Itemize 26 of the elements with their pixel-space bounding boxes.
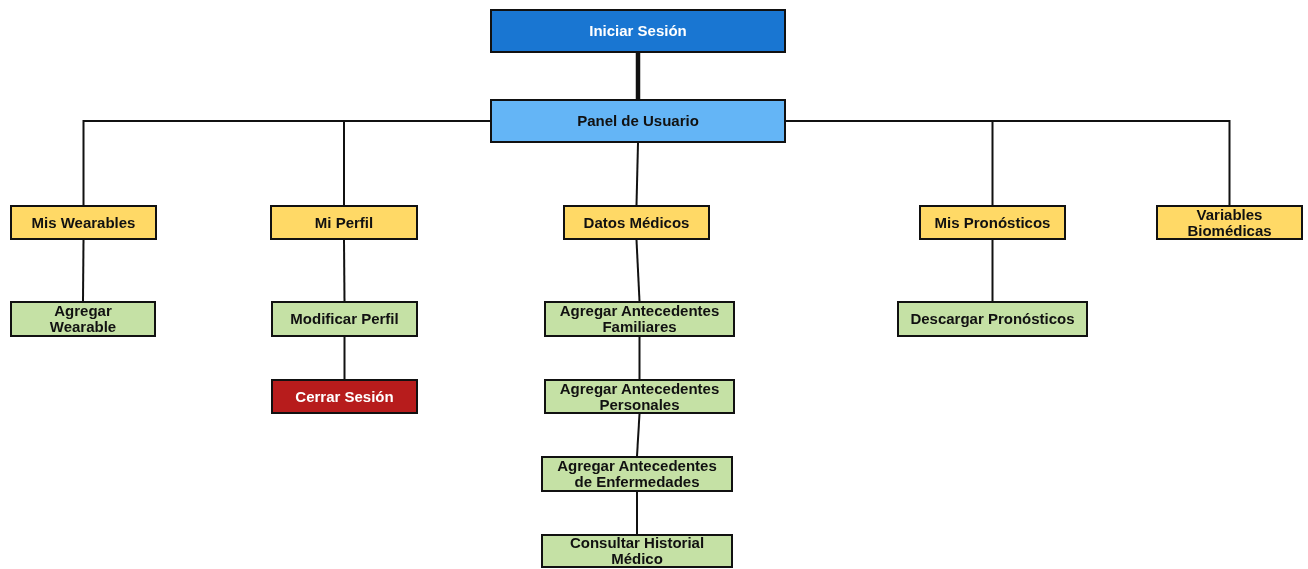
connector-line (635, 239, 641, 302)
connector-line (343, 120, 491, 206)
section-box: Datos Médicos (563, 205, 710, 240)
action-box: Modificar Perfil (271, 301, 418, 337)
logout-box: Cerrar Sesión (271, 379, 418, 414)
connector-line (638, 336, 641, 380)
section-box: Mis Pronósticos (919, 205, 1066, 240)
connector-line (636, 413, 641, 457)
login-box: Iniciar Sesión (490, 9, 786, 53)
connector-line (343, 239, 346, 302)
section-box: Mi Perfil (270, 205, 418, 240)
action-box: Agregar Antecedentes de Enfermedades (541, 456, 733, 492)
action-box: Agregar Wearable (10, 301, 156, 337)
section-box: Mis Wearables (10, 205, 157, 240)
connector-line (635, 142, 639, 206)
action-box: Agregar Antecedentes Personales (544, 379, 735, 414)
action-box: Consultar Historial Médico (541, 534, 733, 568)
panel-box: Panel de Usuario (490, 99, 786, 143)
connector-line (82, 239, 85, 302)
connector-line (343, 336, 346, 380)
action-box: Agregar Antecedentes Familiares (544, 301, 735, 337)
connector-line (635, 53, 641, 99)
action-box: Descargar Pronósticos (897, 301, 1088, 337)
connector-line (991, 239, 994, 302)
connector-line (636, 491, 638, 535)
section-box: Variables Biomédicas (1156, 205, 1303, 240)
